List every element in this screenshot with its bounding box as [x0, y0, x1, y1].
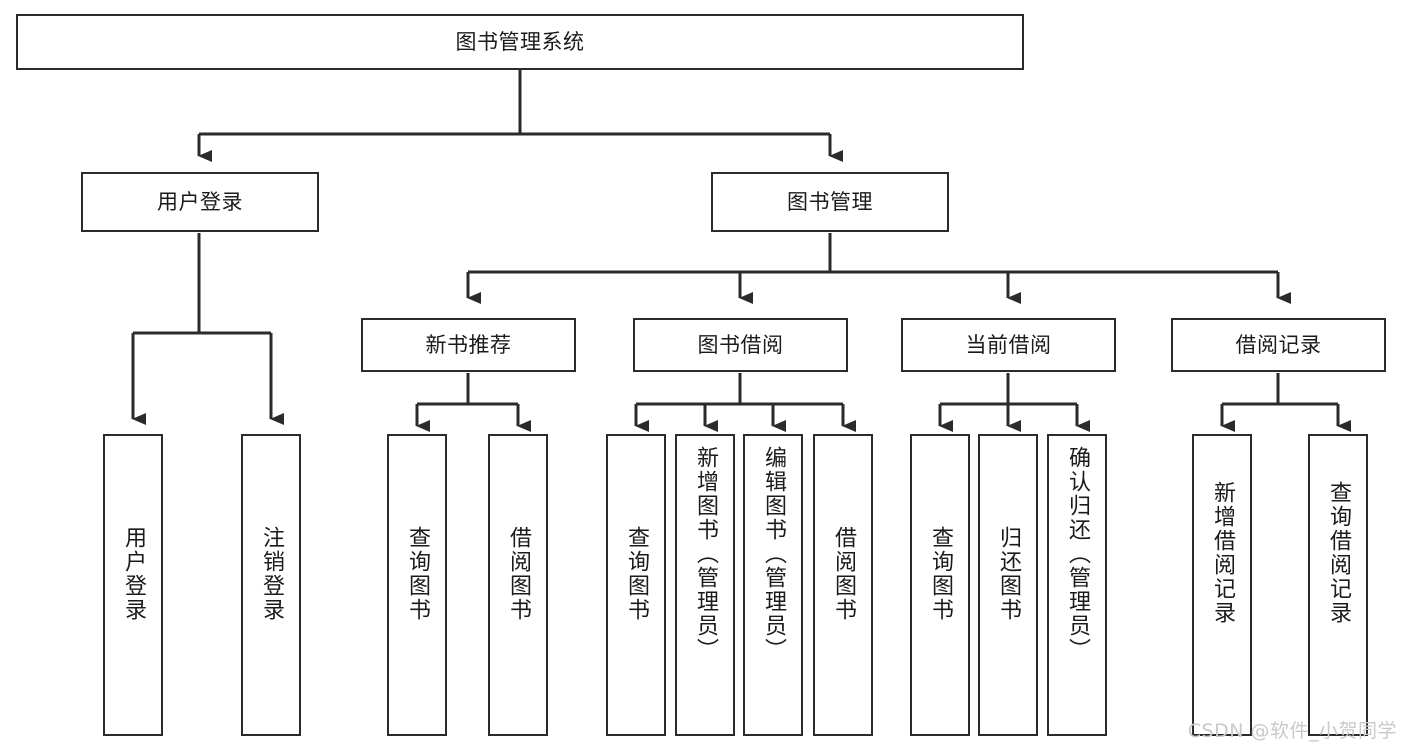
node-label: 编辑图书（管理员）	[761, 446, 786, 662]
node-label: 查询借阅记录	[1326, 481, 1351, 625]
leaf-book-borrow-query-book[interactable]: 查询图书	[606, 434, 666, 736]
node-borrow-record[interactable]: 借阅记录	[1171, 318, 1386, 372]
leaf-new-book-query-book[interactable]: 查询图书	[387, 434, 447, 736]
leaf-user-login-login[interactable]: 用户登录	[103, 434, 163, 736]
leaf-current-borrow-query-book[interactable]: 查询图书	[910, 434, 970, 736]
node-label: 查询图书	[928, 526, 953, 622]
node-label: 新增图书（管理员）	[693, 446, 718, 662]
node-label: 新增借阅记录	[1210, 481, 1235, 625]
node-label: 用户登录	[121, 526, 146, 622]
node-label: 归还图书	[996, 526, 1021, 622]
node-current-borrow[interactable]: 当前借阅	[901, 318, 1116, 372]
node-label: 注销登录	[259, 526, 284, 622]
node-label: 新书推荐	[425, 332, 512, 357]
node-label: 确认归还（管理员）	[1065, 446, 1090, 662]
node-label: 图书管理	[787, 189, 873, 214]
leaf-book-borrow-borrow-book[interactable]: 借阅图书	[813, 434, 873, 736]
node-label: 查询图书	[405, 526, 430, 622]
node-book-borrow[interactable]: 图书借阅	[633, 318, 848, 372]
node-label: 借阅记录	[1235, 332, 1322, 357]
node-label: 当前借阅	[965, 332, 1052, 357]
node-label: 图书借阅	[697, 332, 784, 357]
node-label: 查询图书	[624, 526, 649, 622]
node-user-login[interactable]: 用户登录	[81, 172, 319, 232]
node-root-book-management-system[interactable]: 图书管理系统	[16, 14, 1024, 70]
node-new-book-recommend[interactable]: 新书推荐	[361, 318, 576, 372]
leaf-borrow-record-query-record[interactable]: 查询借阅记录	[1308, 434, 1368, 736]
node-book-management[interactable]: 图书管理	[711, 172, 949, 232]
node-label: 借阅图书	[831, 526, 856, 622]
node-label: 用户登录	[157, 189, 243, 214]
node-label: 图书管理系统	[455, 29, 585, 54]
leaf-book-borrow-add-book-admin[interactable]: 新增图书（管理员）	[675, 434, 735, 736]
leaf-new-book-borrow-book[interactable]: 借阅图书	[488, 434, 548, 736]
csdn-watermark: CSDN @软件_小贺同学	[1187, 720, 1397, 742]
leaf-current-borrow-return-book[interactable]: 归还图书	[978, 434, 1038, 736]
leaf-current-borrow-confirm-return-admin[interactable]: 确认归还（管理员）	[1047, 434, 1107, 736]
leaf-borrow-record-add-record[interactable]: 新增借阅记录	[1192, 434, 1252, 736]
leaf-user-login-logout[interactable]: 注销登录	[241, 434, 301, 736]
node-label: 借阅图书	[506, 526, 531, 622]
leaf-book-borrow-edit-book-admin[interactable]: 编辑图书（管理员）	[743, 434, 803, 736]
